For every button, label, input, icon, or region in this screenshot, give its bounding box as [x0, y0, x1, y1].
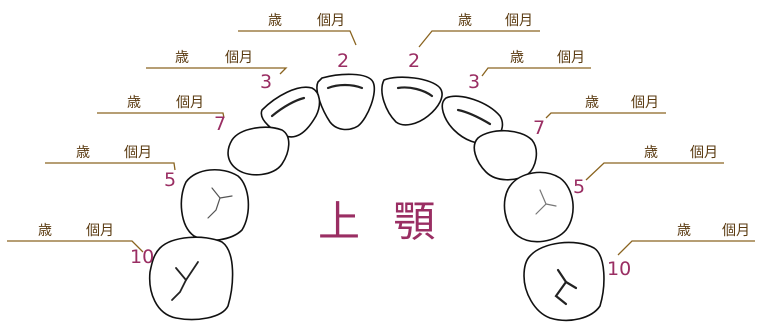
tooth-left-central-incisor	[316, 73, 376, 131]
tooth-right-central-incisor	[381, 76, 443, 126]
age-year-label: 歳	[127, 95, 141, 111]
age-year-label: 歳	[76, 145, 90, 161]
age-month-label: 個月	[722, 223, 750, 239]
leader-line-right-4	[585, 162, 724, 181]
teeth-right	[381, 76, 605, 322]
age-year-label: 歳	[268, 13, 282, 29]
age-year-label: 歳	[510, 50, 524, 66]
leader-line-right-5	[617, 240, 755, 256]
age-year-label: 歳	[175, 50, 189, 66]
age-month-label: 個月	[86, 223, 114, 239]
tooth-right-canine-molar1	[473, 129, 538, 181]
age-month-label: 個月	[317, 13, 345, 29]
age-year-label: 歳	[644, 145, 658, 161]
tooth-right-molar2	[523, 241, 605, 322]
age-month-label: 個月	[557, 50, 585, 66]
leader-line-right-3	[545, 112, 666, 119]
tooth-number-left: 2	[337, 50, 350, 72]
age-month-label: 個月	[176, 95, 204, 111]
tooth-left-molar1	[180, 169, 250, 242]
age-month-label: 個月	[225, 50, 253, 66]
leader-line-left-4	[45, 162, 176, 171]
age-month-label: 個月	[631, 95, 659, 111]
teeth-left	[148, 73, 376, 321]
tooth-number-right: 3	[468, 71, 481, 93]
tooth-number-right: 2	[408, 50, 421, 72]
tooth-number-right: 10	[607, 258, 632, 280]
age-year-label: 歳	[458, 13, 472, 29]
leader-line-left-5	[7, 240, 144, 253]
age-year-label: 歳	[585, 95, 599, 111]
tooth-number-left: 7	[214, 113, 227, 135]
leader-line-right-1	[418, 30, 540, 48]
tooth-number-left: 5	[164, 169, 177, 191]
age-month-label: 個月	[124, 145, 152, 161]
tooth-right-molar1	[503, 171, 574, 243]
age-year-label: 歳	[677, 223, 691, 239]
leader-line-right-2	[481, 67, 591, 77]
age-month-label: 個月	[690, 145, 718, 161]
tooth-left-molar2	[148, 236, 234, 321]
tooth-number-left: 3	[260, 71, 273, 93]
age-month-label: 個月	[505, 13, 533, 29]
leader-line-left-3	[97, 112, 225, 119]
leader-lines-left	[7, 30, 357, 253]
leader-lines-right	[418, 30, 755, 256]
tooth-number-left: 10	[130, 246, 155, 268]
jaw-title: 上 顎	[318, 197, 446, 246]
age-year-label: 歳	[38, 223, 52, 239]
leader-line-left-1	[238, 30, 357, 46]
leader-line-left-2	[146, 67, 288, 75]
tooth-number-right: 7	[533, 117, 546, 139]
tooth-number-right: 5	[573, 176, 586, 198]
tooth-details	[171, 83, 578, 306]
tooth-left-canine-molar1	[227, 126, 290, 176]
